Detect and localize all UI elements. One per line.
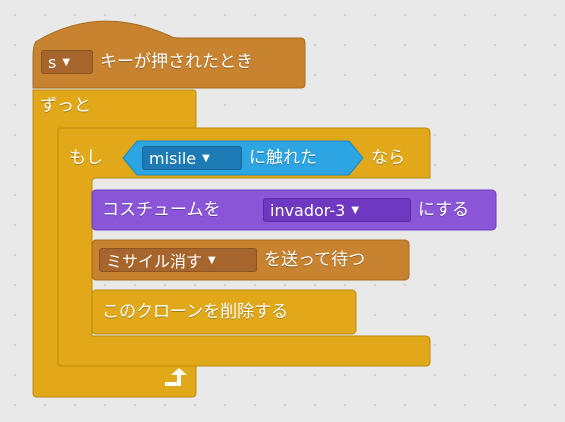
costume-label: コスチュームを bbox=[102, 200, 221, 220]
delete-this-clone-block[interactable] bbox=[91, 289, 357, 335]
if-suffix-label: なら bbox=[371, 148, 405, 168]
key-dropdown[interactable]: s ▼ bbox=[41, 50, 93, 74]
costume-dropdown[interactable]: invador-3 ▼ bbox=[263, 198, 411, 222]
delete-clone-label: このクローンを削除する bbox=[102, 302, 289, 322]
broadcast-label: を送って待つ bbox=[264, 250, 366, 270]
if-block[interactable] bbox=[57, 127, 431, 367]
dropdown-arrow-icon: ▼ bbox=[202, 152, 210, 164]
sprite-dropdown[interactable]: misile ▼ bbox=[142, 146, 242, 170]
loop-arrow-icon bbox=[165, 368, 187, 386]
if-prefix-label: もし bbox=[69, 148, 103, 168]
touching-label: に触れた bbox=[249, 148, 317, 168]
hat-label: キーが押されたとき bbox=[100, 52, 253, 72]
forever-label: ずっと bbox=[40, 96, 91, 116]
costume-dropdown-value: invador-3 bbox=[270, 200, 346, 220]
broadcast-message-value: ミサイル消す bbox=[106, 252, 203, 271]
dropdown-arrow-icon: ▼ bbox=[351, 204, 360, 216]
costume-suffix-label: にする bbox=[418, 200, 470, 220]
when-key-pressed-hat-block[interactable] bbox=[32, 20, 306, 89]
key-dropdown-value: s bbox=[48, 52, 57, 72]
broadcast-message-dropdown[interactable]: ミサイル消す ▼ bbox=[99, 248, 257, 272]
dropdown-arrow-icon: ▼ bbox=[208, 254, 216, 266]
sprite-dropdown-value: misile bbox=[149, 148, 197, 168]
dropdown-arrow-icon: ▼ bbox=[62, 56, 71, 68]
